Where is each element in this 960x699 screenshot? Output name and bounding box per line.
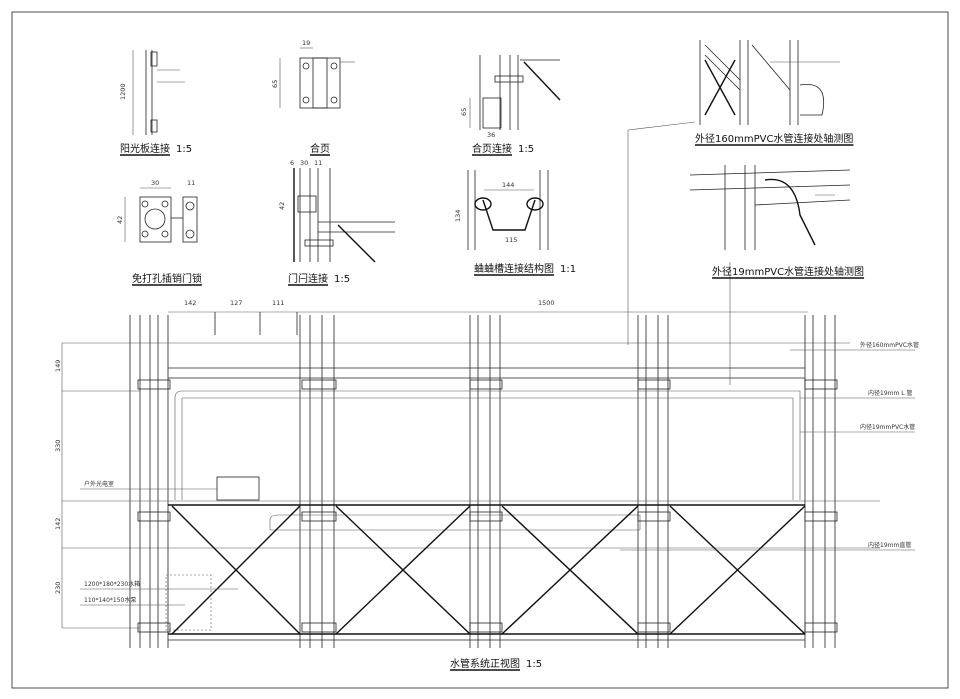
sheet-border (11, 11, 949, 689)
dim-11: 11 (314, 159, 322, 167)
detail-hinge: 19 65 合页 (271, 39, 355, 156)
dim-42: 42 (278, 202, 286, 210)
dim-30: 30 (151, 179, 159, 187)
water-tank (165, 574, 212, 631)
dim-144: 144 (502, 181, 514, 189)
detail-title: 阳光板连接 (120, 142, 170, 155)
elevation-title: 水管系统正视图 (450, 657, 520, 670)
detail-title: 免打孔插销门锁 (132, 272, 202, 285)
elevation-scale: 1:5 (526, 659, 542, 670)
detail-latch: 30 11 42 免打孔插销门锁 (116, 179, 202, 286)
electrical-box (216, 476, 260, 501)
detail-gutter: 144 115 134 蛐蛐槽连接结构图 1:1 (454, 170, 576, 276)
detail-title: 合页 (310, 142, 330, 155)
detail-title: 蛐蛐槽连接结构图 (474, 262, 554, 275)
label-water-pump: 110*140*150水泵 (84, 596, 136, 604)
detail-title: 外径19mmPVC水管连接处轴测图 (712, 265, 864, 278)
detail-iso-160mm: 外径160mmPVC水管连接处轴测图 (627, 40, 854, 345)
detail-iso-19mm: 外径19mmPVC水管连接处轴测图 (689, 165, 865, 385)
dim-142: 142 (184, 299, 196, 307)
dim-111: 111 (272, 299, 284, 307)
dim-149: 149 (54, 360, 62, 372)
label-water-tank: 1200*180*230水箱 (84, 580, 140, 588)
detail-sunboard-connection: 1200 阳光板连接 1:5 (119, 50, 192, 156)
dim-11: 11 (187, 179, 195, 187)
detail-title: 门闩连接 (288, 272, 328, 285)
dim-6: 6 (290, 159, 294, 167)
detail-scale: 1:5 (334, 274, 350, 285)
x-braces (171, 505, 806, 635)
dim-42: 42 (116, 216, 124, 224)
detail-hinge-connection: 65 36 合页连接 1:5 (460, 55, 561, 156)
label-19mm-pvc-pipe: 内径19mmPVC水管 (860, 423, 915, 431)
detail-scale: 1:1 (560, 264, 576, 275)
detail-scale: 1:5 (176, 144, 192, 155)
dim-19: 19 (302, 39, 310, 47)
detail-door-bolt: 6 30 11 42 门闩连接 1:5 (278, 159, 395, 286)
dim-1500: 1500 (538, 299, 555, 307)
connectors (137, 379, 838, 633)
label-19mm-l-pipe: 内径19mm L 管 (868, 389, 912, 397)
columns (129, 315, 836, 648)
label-electrical-room: 户外光电室 (84, 480, 114, 488)
dim-230: 230 (54, 582, 62, 594)
dim-30: 30 (300, 159, 308, 167)
detail-scale: 1:5 (518, 144, 534, 155)
detail-title: 外径160mmPVC水管连接处轴测图 (695, 132, 853, 145)
dim-115: 115 (505, 236, 517, 244)
detail-title: 合页连接 (472, 142, 512, 155)
dim-65: 65 (460, 108, 468, 116)
water-system-elevation: 142 127 111 1500 149 330 142 230 户外光电室 1… (54, 299, 919, 671)
dim-134: 134 (454, 210, 462, 222)
label-160mm-pipe: 外径160mmPVC水管 (860, 341, 919, 349)
dim-330: 330 (54, 440, 62, 452)
dim-142: 142 (54, 518, 62, 530)
dim-65: 65 (271, 80, 279, 88)
label-19mm-straight-pipe: 内径19mm直管 (868, 541, 911, 549)
dim-1200: 1200 (119, 83, 127, 100)
dim-127: 127 (230, 299, 242, 307)
dim-36: 36 (487, 131, 495, 139)
